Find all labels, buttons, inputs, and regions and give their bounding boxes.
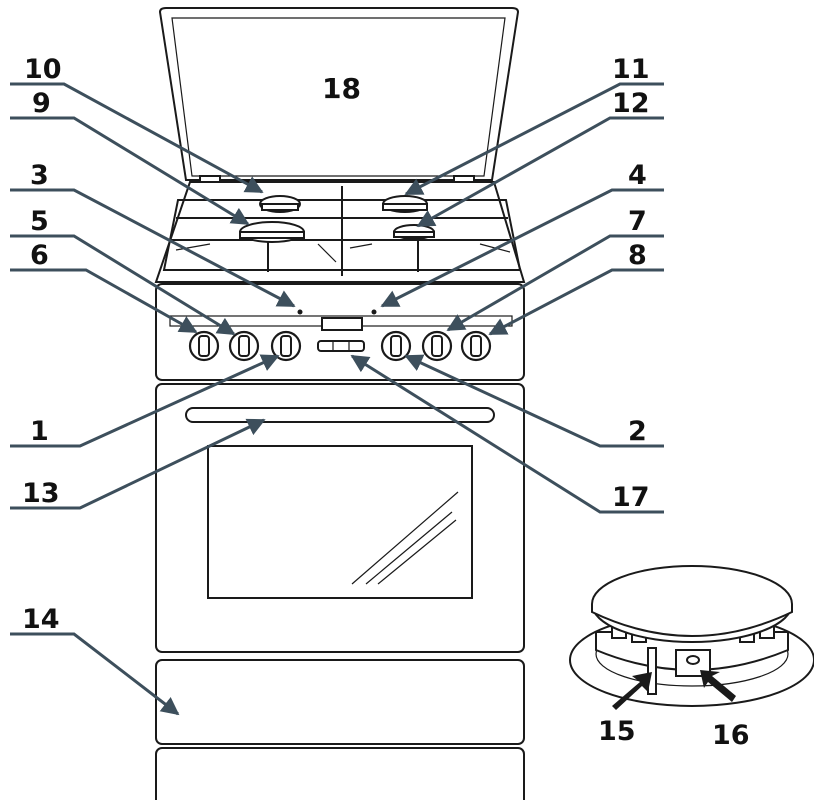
knob-7[interactable]	[421, 330, 453, 362]
burner-detail	[569, 565, 814, 707]
storage-drawer[interactable]	[155, 659, 525, 745]
label-10: 10	[24, 54, 62, 85]
oven-body	[155, 383, 525, 653]
arrow-16	[700, 670, 736, 702]
label-7: 7	[628, 206, 647, 237]
label-13: 13	[22, 478, 60, 509]
knob-2[interactable]	[380, 330, 412, 362]
burner-front-left	[239, 221, 305, 243]
label-16: 16	[712, 720, 750, 751]
burner-rear-left	[259, 195, 301, 213]
label-18: 18	[322, 72, 361, 105]
label-2: 2	[628, 416, 647, 447]
detail-arrows	[612, 670, 736, 710]
label-12: 12	[612, 88, 650, 119]
control-panel	[155, 283, 525, 381]
burner-rear-right	[382, 195, 428, 213]
label-15: 15	[598, 716, 636, 747]
label-1: 1	[30, 416, 49, 447]
label-14: 14	[22, 604, 60, 635]
knob-6[interactable]	[188, 330, 220, 362]
oven-door-handle	[185, 407, 495, 423]
label-8: 8	[628, 240, 647, 271]
label-3: 3	[30, 160, 49, 191]
label-11: 11	[612, 54, 650, 85]
label-17: 17	[612, 482, 650, 513]
knob-5[interactable]	[228, 330, 260, 362]
label-5: 5	[30, 206, 49, 237]
label-9: 9	[32, 88, 51, 119]
oven-door-window	[207, 445, 473, 599]
label-rules	[10, 82, 74, 120]
label-6: 6	[30, 240, 49, 271]
burner-front-right	[393, 224, 435, 240]
arrow-15	[612, 672, 652, 710]
cooker-base	[155, 747, 525, 800]
knob-1[interactable]	[270, 330, 302, 362]
knob-8[interactable]	[460, 330, 492, 362]
label-4: 4	[628, 160, 647, 191]
ignition-electrode	[647, 647, 657, 695]
